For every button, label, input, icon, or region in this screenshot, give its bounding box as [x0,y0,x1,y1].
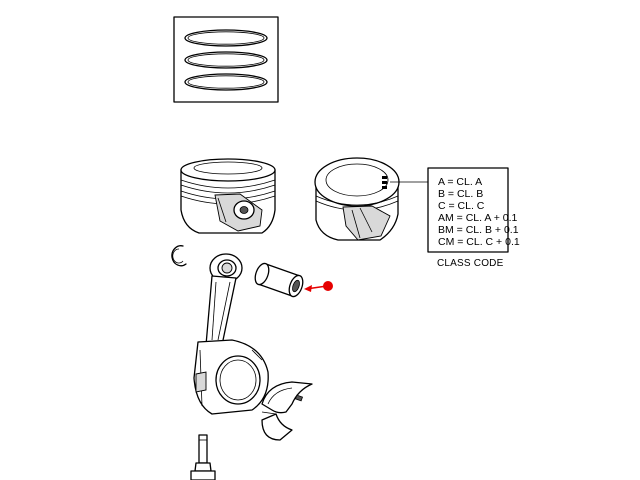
legend-line-a: A = CL. A [438,176,482,188]
legend-line-c: C = CL. C [438,200,485,212]
legend-line-am: AM = CL. A + 0.1 [438,212,518,224]
snap-ring [171,245,187,267]
callout-dot [323,281,333,291]
class-code-legend: A = CL. A B = CL. B C = CL. C AM = CL. A… [427,167,520,269]
piston-right [314,157,400,241]
piston-ring-set [173,16,279,103]
piston-pin [254,262,304,298]
legend-line-b: B = CL. B [438,188,483,200]
top-ring [184,29,268,47]
piston-left [180,158,276,234]
red-callout [304,281,333,292]
oil-ring [184,73,268,91]
class-code-mark [382,176,387,179]
legend-box [427,167,509,253]
legend-line-cm: CM = CL. C + 0.1 [438,236,520,248]
rod-bolt [190,434,216,480]
legend-line-bm: BM = CL. B + 0.1 [438,224,519,236]
bearing-shells [261,381,313,441]
connecting-rod [193,253,269,415]
second-ring [184,51,268,69]
legend-caption: CLASS CODE [437,258,504,269]
